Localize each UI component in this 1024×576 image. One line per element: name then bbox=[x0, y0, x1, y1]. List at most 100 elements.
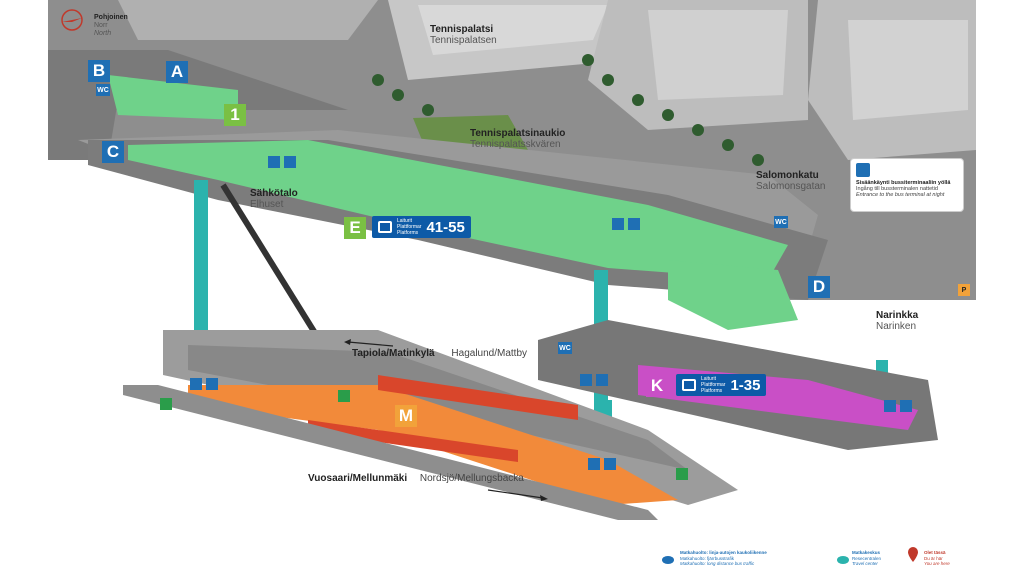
zone-d[interactable]: D bbox=[808, 276, 830, 298]
accessibility-icon bbox=[604, 458, 616, 470]
aukio-secondary: Tennispalatsskvären bbox=[470, 139, 561, 150]
elevator-icon bbox=[884, 400, 896, 412]
building-nw bbox=[118, 0, 378, 40]
platform-e-mini1: Laiturit bbox=[397, 218, 413, 224]
eastbound-primary: Vuosaari/Mellunmäki bbox=[308, 473, 408, 484]
platform-e-mini3: Platforms bbox=[397, 230, 419, 236]
emergency-exit-icon bbox=[676, 468, 688, 480]
zone-c[interactable]: C bbox=[102, 141, 124, 163]
legend-matkahuolto-icon bbox=[662, 556, 674, 564]
place-sahkotalo: Sähkötalo Elhuset bbox=[250, 188, 298, 210]
legend-you-are-here-icon bbox=[908, 547, 918, 562]
salomonkatu-primary: Salomonkatu bbox=[756, 170, 819, 181]
elevator-icon bbox=[612, 218, 624, 230]
platform-e-range: 41-55 bbox=[426, 218, 465, 236]
compass-label: Pohjoinen Norr North bbox=[94, 14, 128, 38]
arrow-eastbound-line bbox=[487, 489, 544, 499]
parking-sign: P bbox=[958, 284, 970, 296]
legend-2-l2: Resecentralen bbox=[852, 555, 882, 561]
legend-1-l3: Matkahuolto: long distance bus traffic bbox=[680, 561, 755, 566]
platform-e-mini2: Plattformar bbox=[397, 224, 422, 230]
compass-needle bbox=[62, 18, 82, 22]
bus-icon bbox=[682, 379, 696, 391]
wc-sign-north: WC bbox=[96, 84, 110, 96]
metro-eastbound-label: Vuosaari/Mellunmäki Nordsjö/Mellungsback… bbox=[308, 473, 524, 484]
place-narinkka: Narinkka Narinken bbox=[876, 310, 918, 332]
wc-sign-east: WC bbox=[774, 216, 788, 228]
place-aukio: Tennispalatsinaukio Tennispalatsskvären bbox=[470, 128, 565, 150]
compass-icon bbox=[61, 9, 83, 31]
legend-1-l2: Matkahuolto: fjärrbusstrafik bbox=[680, 555, 735, 561]
night-entrance-line3: Entrance to the bus terminal at night bbox=[856, 192, 945, 198]
zone-e[interactable]: E bbox=[344, 217, 366, 239]
compass-primary: Pohjoinen bbox=[94, 14, 128, 21]
elevator-icon bbox=[190, 378, 202, 390]
platform-tag-e[interactable]: Laiturit Plattformar Platforms 41-55 bbox=[372, 216, 471, 238]
legend-2-l3: Travel center bbox=[852, 561, 878, 566]
accessibility-icon bbox=[900, 400, 912, 412]
elevator-icon bbox=[580, 374, 592, 386]
place-salomonkatu: Salomonkatu Salomonsgatan bbox=[756, 170, 826, 192]
night-entrance-info: Sisäänkäynti bussiterminaaliin yöllä Ing… bbox=[850, 158, 964, 212]
building-ne-roof bbox=[648, 10, 788, 100]
zone-k[interactable]: K bbox=[646, 375, 668, 397]
legend-3-l1: Olet tässä bbox=[924, 550, 946, 555]
night-entrance-line1: Sisäänkäynti bussiterminaaliin yöllä bbox=[856, 180, 951, 186]
building-far-east-roof bbox=[848, 20, 968, 120]
westbound-primary: Tapiola/Matinkylä bbox=[352, 348, 435, 359]
legend-3-l3: You are here bbox=[924, 561, 950, 566]
tennispalatsi-primary: Tennispalatsi bbox=[430, 24, 494, 35]
place-tennispalatsi: Tennispalatsi Tennispalatsen bbox=[430, 24, 497, 46]
metro-train-north bbox=[378, 375, 578, 420]
metro-slab-bottom bbox=[123, 385, 658, 520]
walkway-main bbox=[128, 140, 788, 280]
platform-k-range: 1-35 bbox=[730, 376, 761, 394]
legend-2-l1: Matkakeskus bbox=[852, 550, 881, 555]
emergency-exit-icon bbox=[160, 398, 172, 410]
walkway-north bbox=[108, 75, 238, 120]
metro-train-south bbox=[308, 420, 518, 462]
aukio-primary: Tennispalatsinaukio bbox=[470, 128, 566, 139]
bus-icon bbox=[378, 221, 392, 233]
sahkotalo-primary: Sähkötalo bbox=[250, 188, 298, 199]
elevator-icon bbox=[268, 156, 280, 168]
compass-secondary: Norr bbox=[94, 22, 108, 29]
wc-sign-bus-level: WC bbox=[558, 342, 572, 354]
elevator-icon bbox=[588, 458, 600, 470]
trees bbox=[372, 54, 764, 166]
legend-matkakeskus-icon bbox=[837, 556, 849, 564]
walkway-d bbox=[668, 260, 798, 330]
accessibility-icon bbox=[284, 156, 296, 168]
arrow-eastbound-head bbox=[540, 495, 548, 501]
salomonkatu-secondary: Salomonsgatan bbox=[756, 181, 826, 192]
eastbound-secondary: Nordsjö/Mellungsbacka bbox=[419, 473, 524, 484]
emergency-exit-icon bbox=[338, 390, 350, 402]
zone-m[interactable]: M bbox=[395, 405, 417, 427]
accessibility-icon bbox=[628, 218, 640, 230]
bus-terminal-icon bbox=[856, 163, 870, 177]
legend-matkakeskus: Matkakeskus Resecentralen Travel center bbox=[852, 550, 881, 567]
platform-k-mini2: Plattformar bbox=[701, 382, 726, 388]
isometric-station-map bbox=[48, 0, 976, 564]
sahkotalo-secondary: Elhuset bbox=[250, 199, 284, 210]
legend-3-l2: Du är här bbox=[924, 555, 943, 561]
zone-a[interactable]: A bbox=[166, 61, 188, 83]
legend-you-are-here: Olet tässä Du är här You are here bbox=[924, 550, 950, 567]
arrow-westbound-line bbox=[347, 341, 394, 347]
building-tennispalatsi-roof bbox=[418, 5, 608, 55]
narinkka-secondary: Narinken bbox=[876, 321, 917, 332]
legend-matkahuolto: Matkahuolto: linja-autojen kaukoliikenne… bbox=[680, 550, 767, 567]
arrow-westbound-head bbox=[344, 339, 351, 345]
zone-1[interactable]: 1 bbox=[224, 104, 246, 126]
zone-b[interactable]: B bbox=[88, 60, 110, 82]
compass-tertiary: North bbox=[94, 30, 112, 37]
platform-k-mini1: Laiturit bbox=[701, 376, 717, 382]
metro-westbound-label: Tapiola/Matinkylä Hagalund/Mattby bbox=[352, 348, 527, 359]
narinkka-primary: Narinkka bbox=[876, 310, 919, 321]
night-entrance-line2: Ingång till bussterminalen nattetid bbox=[856, 186, 938, 192]
platform-tag-k[interactable]: Laiturit Plattformar Platforms 1-35 bbox=[676, 374, 767, 396]
tennispalatsi-secondary: Tennispalatsen bbox=[430, 35, 497, 46]
westbound-secondary: Hagalund/Mattby bbox=[451, 348, 528, 359]
platform-k-mini3: Platforms bbox=[701, 388, 723, 394]
